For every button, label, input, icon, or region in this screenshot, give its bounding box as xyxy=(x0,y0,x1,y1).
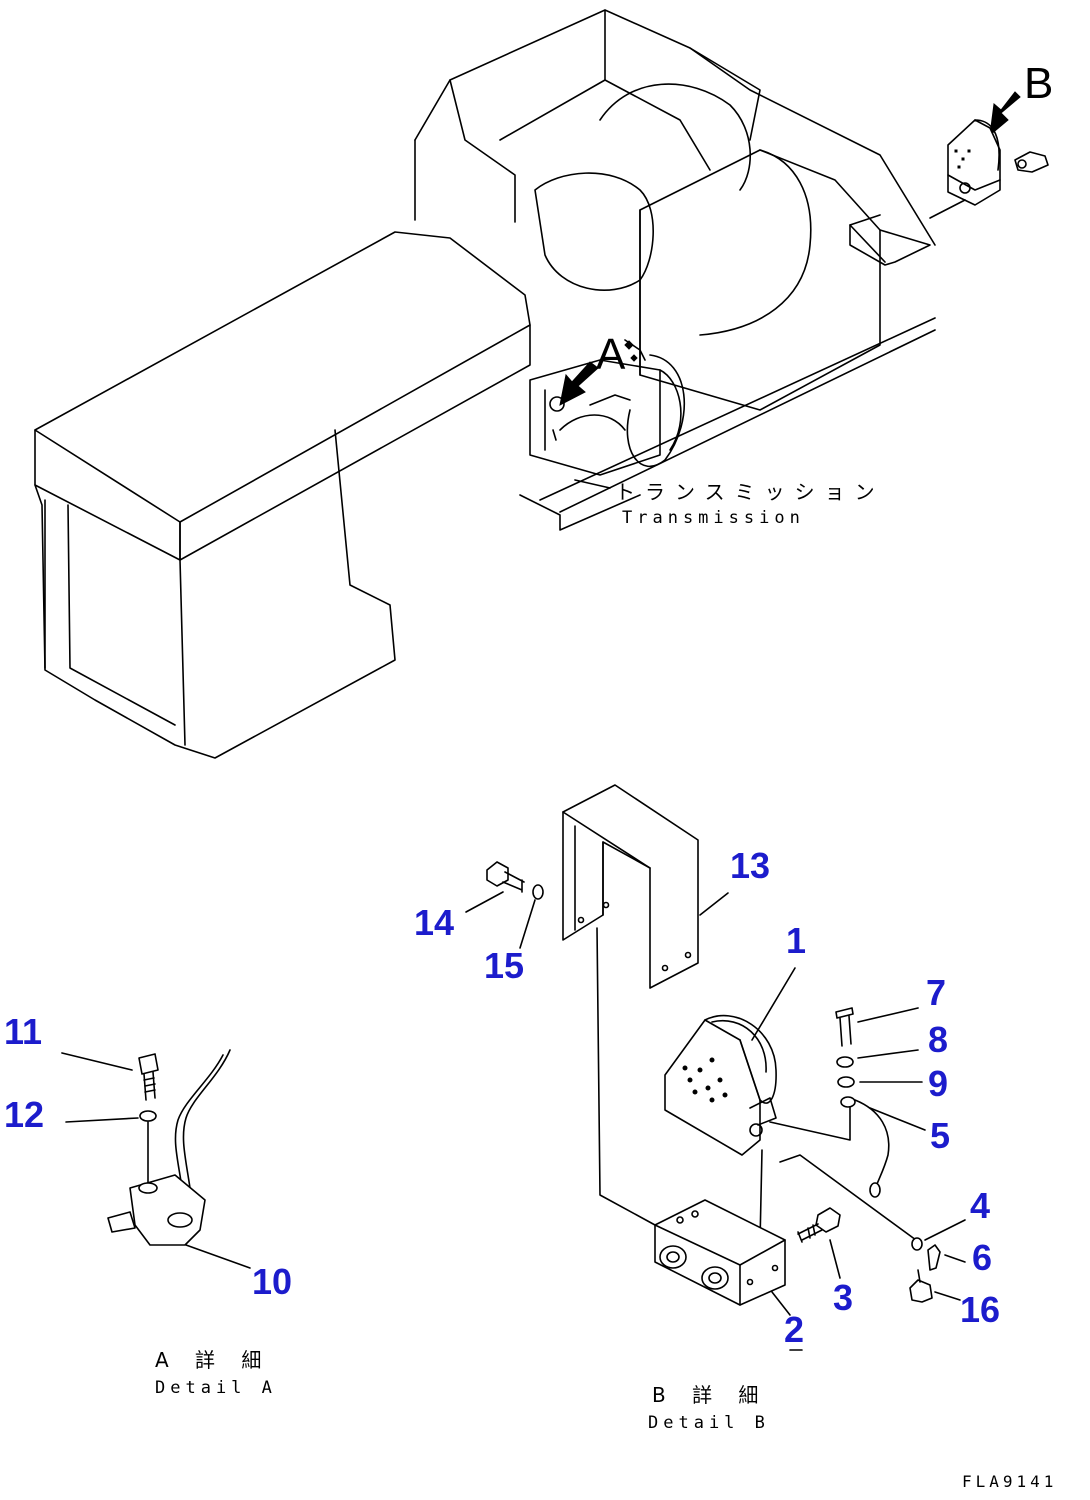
detail-a-drawing xyxy=(61,1049,251,1269)
callout-10: 10 xyxy=(252,1261,293,1302)
callout-9: 9 xyxy=(928,1063,949,1104)
view-arrow-b xyxy=(989,91,1021,137)
view-marker-b: B xyxy=(1024,59,1054,108)
callout-5: 5 xyxy=(930,1115,951,1156)
transmission-label-jp: トランスミッション xyxy=(615,480,885,504)
overview-bracket-b xyxy=(929,119,1049,219)
callout-3: 3 xyxy=(833,1277,854,1318)
detail-b-caption-en: Detail B xyxy=(648,1413,770,1433)
detail-b-caption-jp: B 詳 細 xyxy=(652,1383,769,1407)
callout-11: 11 xyxy=(4,1011,43,1052)
callout-1: 1 xyxy=(786,920,807,961)
callout-8: 8 xyxy=(928,1019,949,1060)
detail-a-caption-jp: A 詳 細 xyxy=(155,1348,272,1372)
view-arrow-a xyxy=(559,361,599,406)
view-marker-a: A xyxy=(596,330,626,379)
machine-body xyxy=(34,9,936,759)
detail-b-drawing xyxy=(465,784,966,1351)
drawing-code: FLA9141 xyxy=(962,1472,1058,1491)
callout-2: 2 xyxy=(784,1309,805,1350)
callout-12: 12 xyxy=(4,1094,45,1135)
callout-4: 4 xyxy=(970,1185,991,1226)
detail-a-caption-en: Detail A xyxy=(155,1378,277,1398)
callout-7: 7 xyxy=(926,972,947,1013)
callout-16: 16 xyxy=(960,1289,1001,1330)
callout-13: 13 xyxy=(730,845,771,886)
callout-14: 14 xyxy=(414,902,455,943)
callout-6: 6 xyxy=(972,1237,993,1278)
transmission-label-en: Transmission xyxy=(622,508,805,528)
callout-15: 15 xyxy=(484,945,525,986)
